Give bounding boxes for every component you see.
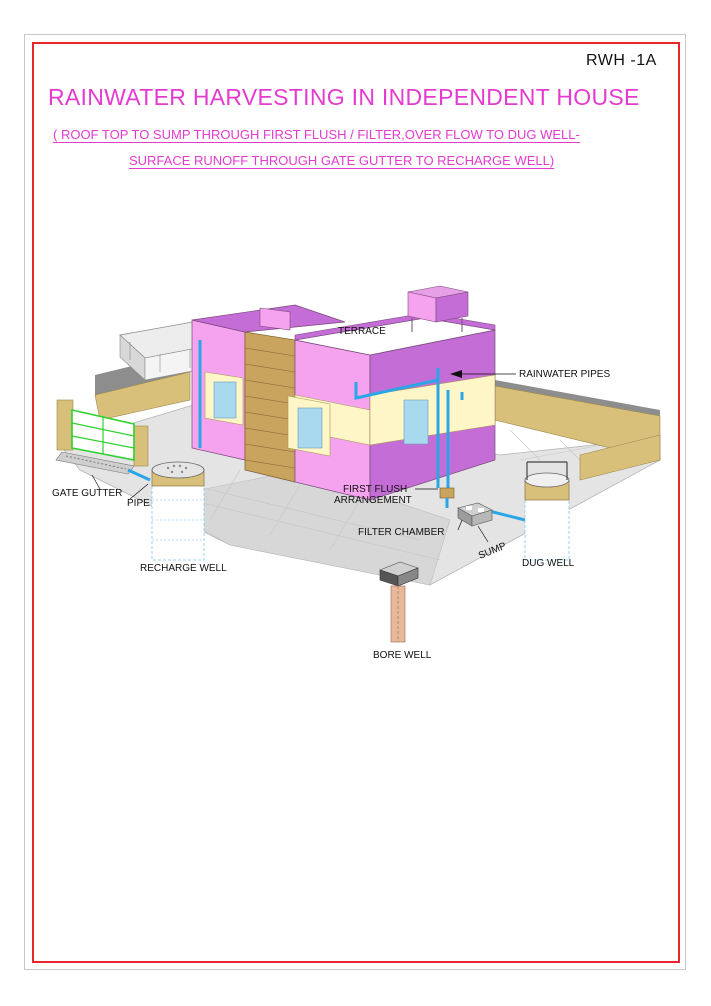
bore-well [380,562,418,642]
window [288,396,330,456]
label-rainwater-pipes: RAINWATER PIPES [519,369,610,380]
recharge-well [152,462,204,560]
dug-well [525,462,569,560]
label-dug-well: DUG WELL [522,558,575,569]
label-gate-gutter: GATE GUTTER [52,488,122,499]
label-filter-chamber: FILTER CHAMBER [358,527,445,538]
window [404,400,428,444]
label-bore-well: BORE WELL [373,650,432,661]
label-first-flush-arrangement: ARRANGEMENT [334,495,412,506]
label-recharge-well: RECHARGE WELL [140,563,227,574]
label-terrace: TERRACE [338,326,386,337]
label-first-flush: FIRST FLUSH [343,484,407,495]
window [205,372,243,425]
label-pipe: PIPE [127,498,150,509]
